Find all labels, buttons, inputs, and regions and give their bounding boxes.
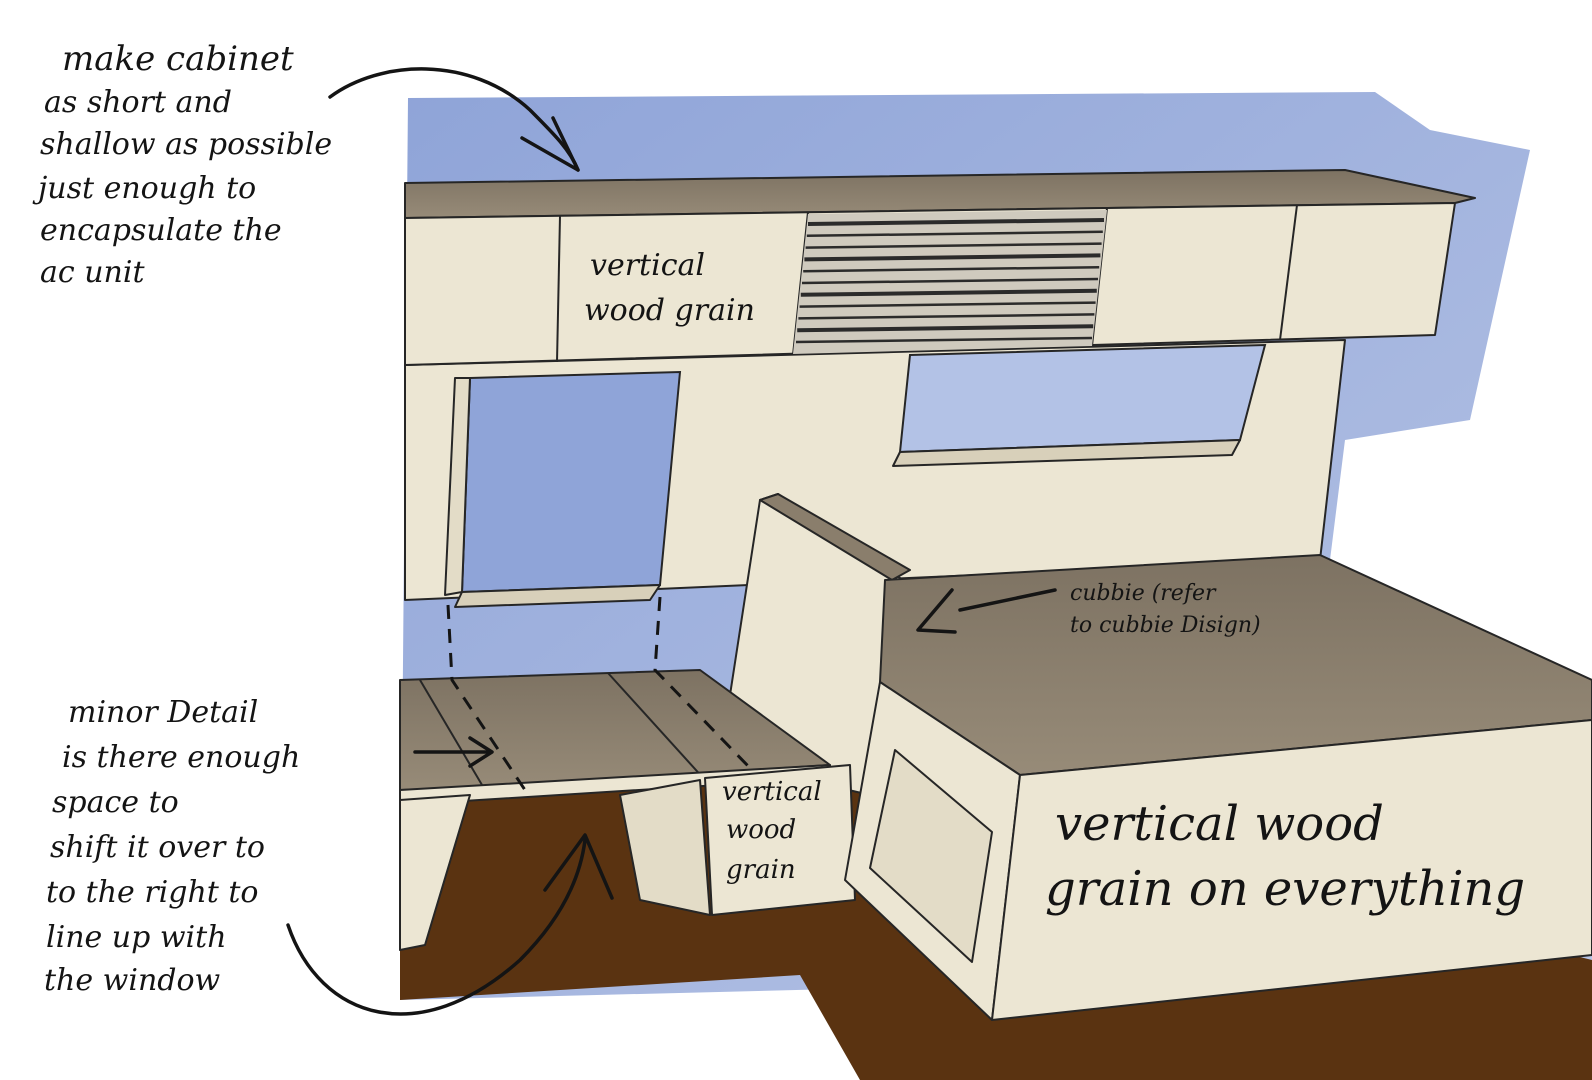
cubbie-side-panel [869,749,993,963]
right-window [898,343,1267,454]
ac-vent-slat [795,336,1093,344]
bench-drawer-front [704,764,856,916]
ac-vent-grille [793,210,1107,354]
right-window-sill [892,439,1241,467]
seat-arrowhead [468,736,494,768]
bench-grain-note: vertical wood grain [722,777,830,885]
window-arrow [286,838,587,1016]
cabinet-arrowhead [520,116,580,172]
ac-vent-slat [806,230,1103,238]
ac-vent-slat [799,301,1096,308]
ac-vent-slat [797,324,1094,333]
ac-vent-slat [800,288,1097,297]
dashed-guide-left [446,604,527,791]
left-window [460,370,682,594]
ac-vent-slat [804,253,1101,262]
cabinet-arrow [328,67,580,172]
cubbie-arrowhead [916,588,957,634]
cubbie-note: cubbie (refer to cubbie Disign) [1070,581,1261,638]
cubbie-front [991,719,1592,1021]
ac-vent-slat [805,242,1102,249]
left-bench-leg [399,794,471,951]
bench-base [619,779,711,916]
everything-note: vertical wood grain on everything [1045,796,1525,917]
cabinet-note: make cabinet as short and shallow as pos… [32,39,343,290]
ac-vent-slat [803,265,1100,273]
minor-detail-note: minor Detail is there enough space to sh… [44,695,310,998]
bench-back-top [759,493,911,581]
ac-vent-slat [801,277,1099,285]
dashed-guide-right [653,596,752,770]
cubbie-arrow [958,588,1057,612]
ac-vent-slat [798,313,1095,320]
left-window-sill [454,584,661,608]
upper-grain-note: vertical wood grain [584,248,755,328]
ac-vent-slat [807,218,1105,226]
window-arrowhead [543,833,614,900]
